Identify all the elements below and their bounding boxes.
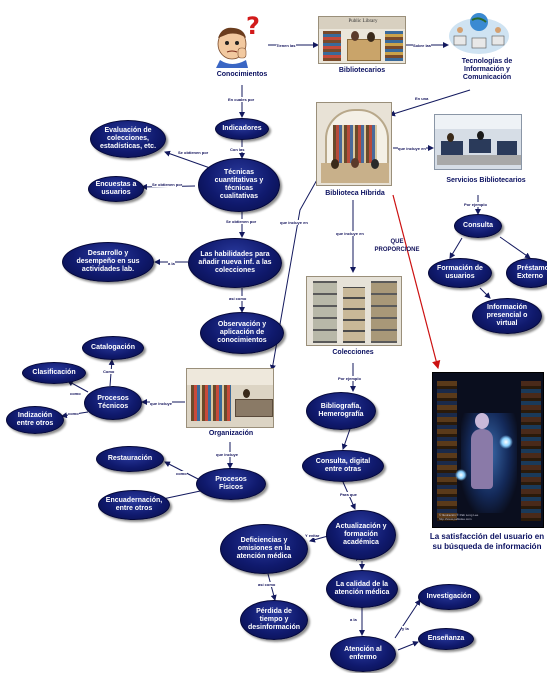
node-indizacion: Indización entre otros: [6, 406, 64, 434]
link-tec-eval: [164, 150, 211, 169]
node-procesos-fisicos: Procesos Físicos: [196, 468, 266, 500]
node-actualizacion: Actualización y formación académica: [326, 510, 396, 560]
label-en-cuales-por: En cuales por: [228, 97, 255, 102]
label-que-incluye-en: que incluye en: [398, 146, 426, 151]
node-atencion: Atención al enfermo: [330, 636, 396, 672]
library-sign: Public Library: [348, 19, 378, 24]
node-deficiencias: Deficiencias y omisiones en la atención …: [220, 524, 308, 574]
node-investigacion: Investigación: [418, 584, 480, 610]
illustration-credit: © Ilustración ® Pab Long Lee http://www.…: [439, 513, 539, 521]
label-en-una: En una: [415, 96, 429, 101]
node-prestamo: Préstamo Externo: [506, 258, 547, 288]
node-calidad: La calidad de la atención médica: [326, 570, 398, 608]
label-asi-como: así como: [229, 296, 247, 301]
label-con-las: Con las: [230, 147, 245, 152]
link-tic-hib: [389, 89, 471, 117]
label-se-obtienen-1: Se obtienen por: [178, 150, 209, 155]
satisfaccion-illustration: © Ilustración ® Pab Long Lee http://www.…: [432, 372, 544, 528]
label-y-la: y la: [402, 626, 409, 631]
node-evaluacion: Evaluación de colecciones, estadísticas,…: [90, 120, 166, 158]
thinking-person-icon: ?: [216, 12, 260, 68]
label-se-obtienen-3: Se obtienen por: [226, 219, 257, 224]
label-como-1: Como: [103, 369, 115, 374]
node-clasificacion: Clasificación: [22, 362, 86, 384]
servicios-photo: [434, 114, 522, 170]
node-desarrollo: Desarrollo y desempeño en sus actividade…: [62, 242, 154, 282]
svg-text:?: ?: [246, 12, 260, 40]
node-colecciones: Colecciones: [332, 349, 374, 356]
link-ate-inv: [394, 599, 421, 639]
organizacion-photo: [186, 368, 274, 428]
link-ate-ens: [397, 641, 419, 651]
node-catalogacion: Catalogación: [82, 336, 144, 360]
label-a-la-2: a la: [350, 617, 357, 622]
node-encuestas: Encuestas a usuarios: [88, 176, 144, 202]
bibliotecarios-photo: Public Library: [318, 16, 406, 64]
node-bibliotecarios: Bibliotecarios: [338, 67, 386, 74]
node-biblioteca-hibrida: Biblioteca Híbrida: [325, 190, 385, 197]
link-form-info: [479, 287, 491, 299]
label-por-ejemplo-2: Por ejemplo: [338, 376, 361, 381]
node-encuadernacion: Encuadernación, entre otros: [98, 490, 170, 520]
label-y-evitar: Y evitar: [305, 533, 320, 538]
link-def-per: [267, 573, 277, 601]
link-act-def: [309, 535, 329, 543]
label-como-3: como: [68, 411, 79, 416]
link-cons-form: [449, 237, 463, 259]
link-pt-cla: [67, 380, 89, 393]
node-procesos-tecnicos: Procesos Técnicos: [84, 386, 142, 420]
node-consulta: Consulta: [454, 214, 502, 238]
link-cons-prest: [499, 236, 531, 259]
node-restauracion: Restauración: [96, 446, 164, 472]
label-que-incluye-org: que incluye: [150, 401, 173, 406]
node-tecnicas: Técnicas cuantitativas y técnicas cualit…: [198, 158, 280, 212]
colecciones-photo: [306, 276, 402, 346]
label-que-incluye-en-3: que incluye en: [280, 220, 308, 225]
illustration-credit-line-2: http://www.pablolee.com: [439, 517, 472, 521]
label-para-que: Para que: [340, 492, 357, 497]
node-bibliografia: Bibliografía, Hemerografía: [306, 392, 376, 430]
label-como-2: como: [70, 391, 81, 396]
node-indicadores: Indicadores: [215, 118, 269, 140]
label-se-obtienen-2: Se obtienen por: [152, 182, 183, 187]
link-hib-org: [269, 177, 319, 371]
node-info-presencial: Información presencial o virtual: [472, 298, 542, 334]
node-servicios: Servicios Bibliotecarios: [446, 177, 526, 184]
label-asi-como-2: así como: [258, 582, 276, 587]
node-conocimientos: Conocimientos: [216, 71, 268, 78]
label-a-la: a la: [168, 261, 175, 266]
label-que-incluye-en-2: que incluye en: [336, 231, 364, 236]
node-tic: Tecnologías de Información y Comunicació…: [461, 58, 513, 81]
node-ensenanza: Enseñanza: [418, 628, 474, 650]
node-perdida: Pérdida de tiempo y desinformación: [240, 600, 308, 640]
label-sobre-las: Sobre las: [413, 43, 432, 48]
node-habilidades: Las habilidades para añadir nueva inf. a…: [188, 238, 282, 288]
node-satisfaccion: La satisfacción del usuario en su búsque…: [429, 532, 545, 551]
node-observacion: Observación y aplicación de conocimiento…: [200, 312, 284, 354]
illustration-credit-line-1: © Ilustración ® Pab Long Lee: [439, 513, 479, 517]
link-hib-satisfaccion: [392, 194, 441, 370]
link-bib-cd: [341, 428, 351, 450]
node-formacion: Formación de usuarios: [428, 258, 492, 288]
node-consulta-digital: Consulta, digital entre otras: [302, 450, 384, 482]
label-que-proporcione: QUE PROPORCIONE: [374, 239, 420, 253]
tic-illustration: [449, 13, 509, 54]
biblioteca-hibrida-photo: [316, 102, 392, 186]
label-que-incluye-fis: que incluye: [216, 452, 239, 457]
label-por-ejemplo-1: Por ejemplo: [464, 202, 487, 207]
label-como-4: como: [176, 471, 187, 476]
label-tienen-las: Tienen las: [276, 43, 296, 48]
node-organizacion: Organización: [208, 430, 254, 437]
